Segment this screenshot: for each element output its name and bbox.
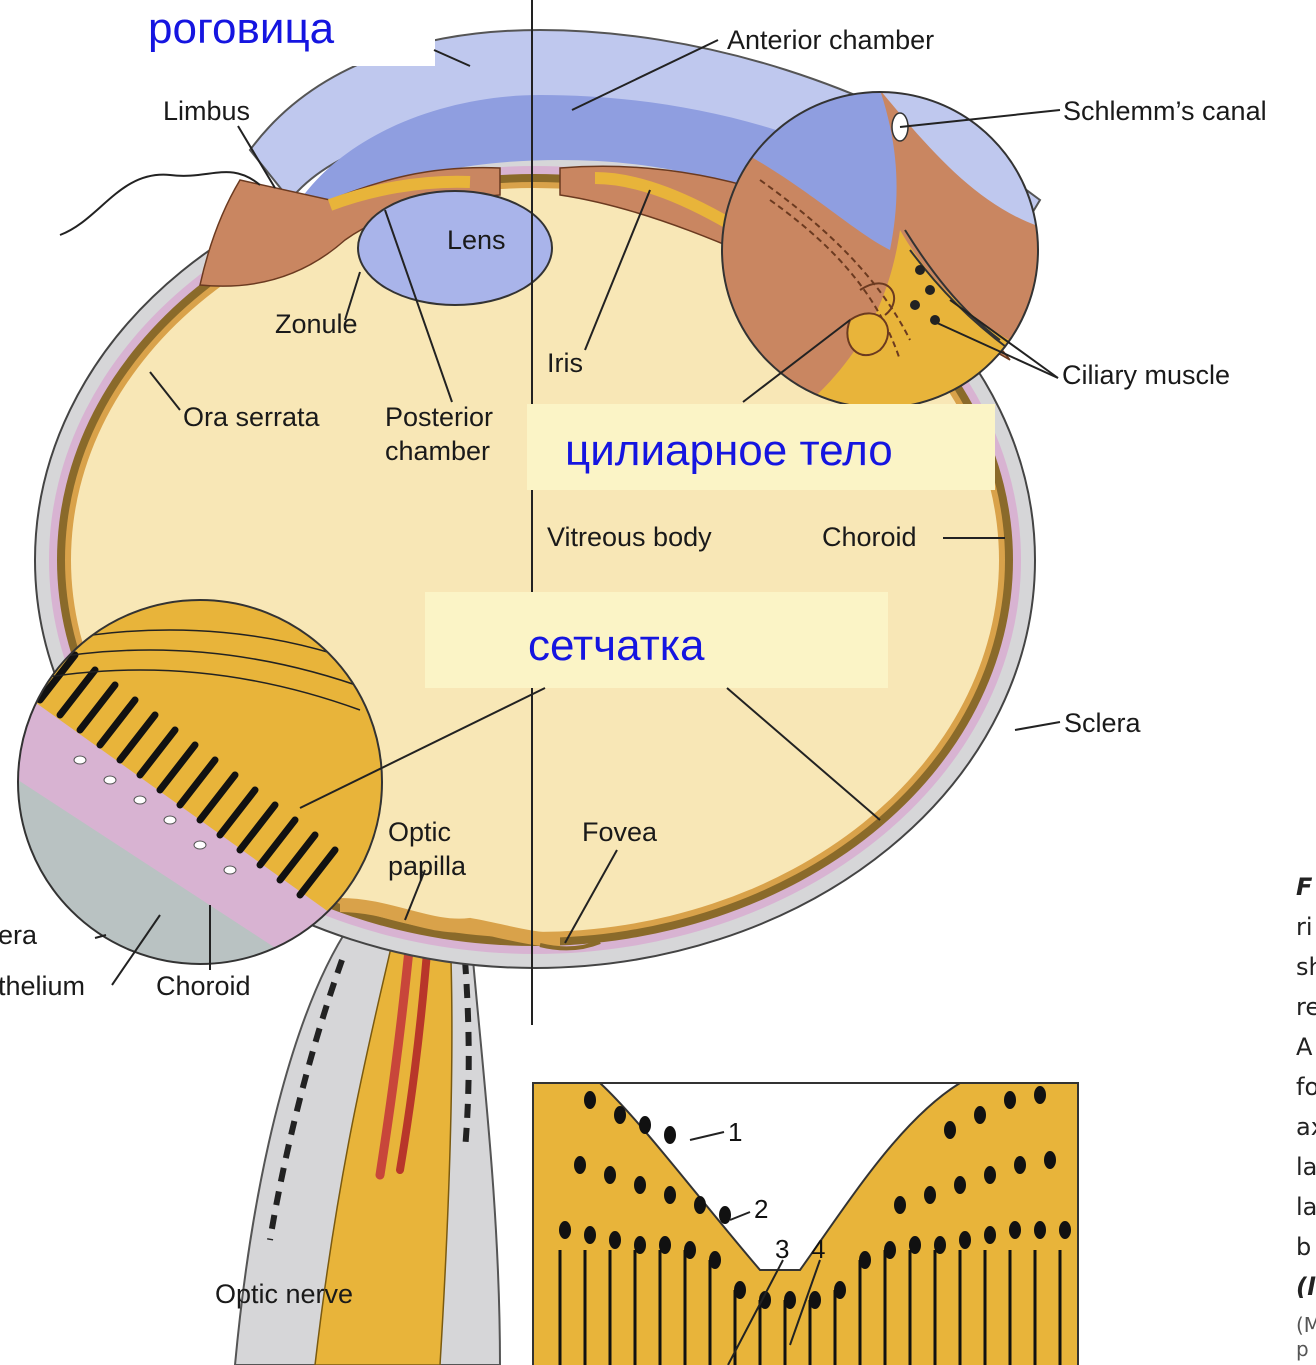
caption-line-1: ri bbox=[1296, 913, 1313, 941]
label-choroid-inset: Choroid bbox=[156, 971, 251, 1001]
fovea-number-2: 2 bbox=[754, 1194, 768, 1224]
fovea-number-1: 1 bbox=[728, 1117, 742, 1147]
label-zonule: Zonule bbox=[275, 309, 358, 339]
caption-gray-1: (M bbox=[1296, 1313, 1316, 1337]
fovea-inset bbox=[533, 1083, 1078, 1365]
label-lens: Lens bbox=[447, 225, 506, 255]
label-fovea: Fovea bbox=[582, 817, 658, 847]
caption-line-5: fo bbox=[1296, 1073, 1316, 1101]
label-sclera-inset: era bbox=[0, 920, 38, 950]
label-iris: Iris bbox=[547, 348, 583, 378]
caption-line-7: la bbox=[1296, 1153, 1316, 1181]
label-posterior-chamber-1: Posterior bbox=[385, 402, 493, 432]
label-optic-nerve: Optic nerve bbox=[215, 1279, 353, 1309]
label-limbus: Limbus bbox=[163, 96, 250, 126]
label-choroid: Choroid bbox=[822, 522, 917, 552]
fovea-number-3: 3 bbox=[775, 1234, 789, 1264]
label-cornea-ru: роговица bbox=[148, 4, 335, 53]
label-ora-serrata: Ora serrata bbox=[183, 402, 321, 432]
caption-gray-2: p bbox=[1296, 1337, 1309, 1361]
caption-line-10: (l bbox=[1296, 1273, 1316, 1301]
caption-line-6: ax bbox=[1296, 1113, 1316, 1141]
caption-line-3: re bbox=[1296, 993, 1316, 1021]
caption-line-4: A bbox=[1296, 1033, 1313, 1061]
label-vitreous-body: Vitreous body bbox=[547, 522, 712, 552]
caption-fig: F bbox=[1296, 873, 1313, 901]
caption-line-9: b bbox=[1296, 1233, 1311, 1261]
label-ciliary-muscle: Ciliary muscle bbox=[1062, 360, 1230, 390]
caption-line-2: sh bbox=[1296, 953, 1316, 981]
label-retina-ru: сетчатка bbox=[528, 621, 705, 670]
label-sclera: Sclera bbox=[1064, 708, 1142, 738]
caption-line-8: la bbox=[1296, 1193, 1316, 1221]
label-schlemms-canal: Schlemm’s canal bbox=[1063, 96, 1267, 126]
retina-inset bbox=[18, 600, 382, 964]
label-anterior-chamber: Anterior chamber bbox=[727, 25, 934, 55]
label-posterior-chamber-2: chamber bbox=[385, 436, 490, 466]
label-epithelium-inset: thelium bbox=[0, 971, 85, 1001]
label-ciliary-body-ru: цилиарное тело bbox=[565, 426, 893, 475]
label-optic-papilla-2: papilla bbox=[388, 851, 467, 881]
label-optic-papilla-1: Optic bbox=[388, 817, 451, 847]
fovea-number-4: 4 bbox=[811, 1234, 825, 1264]
